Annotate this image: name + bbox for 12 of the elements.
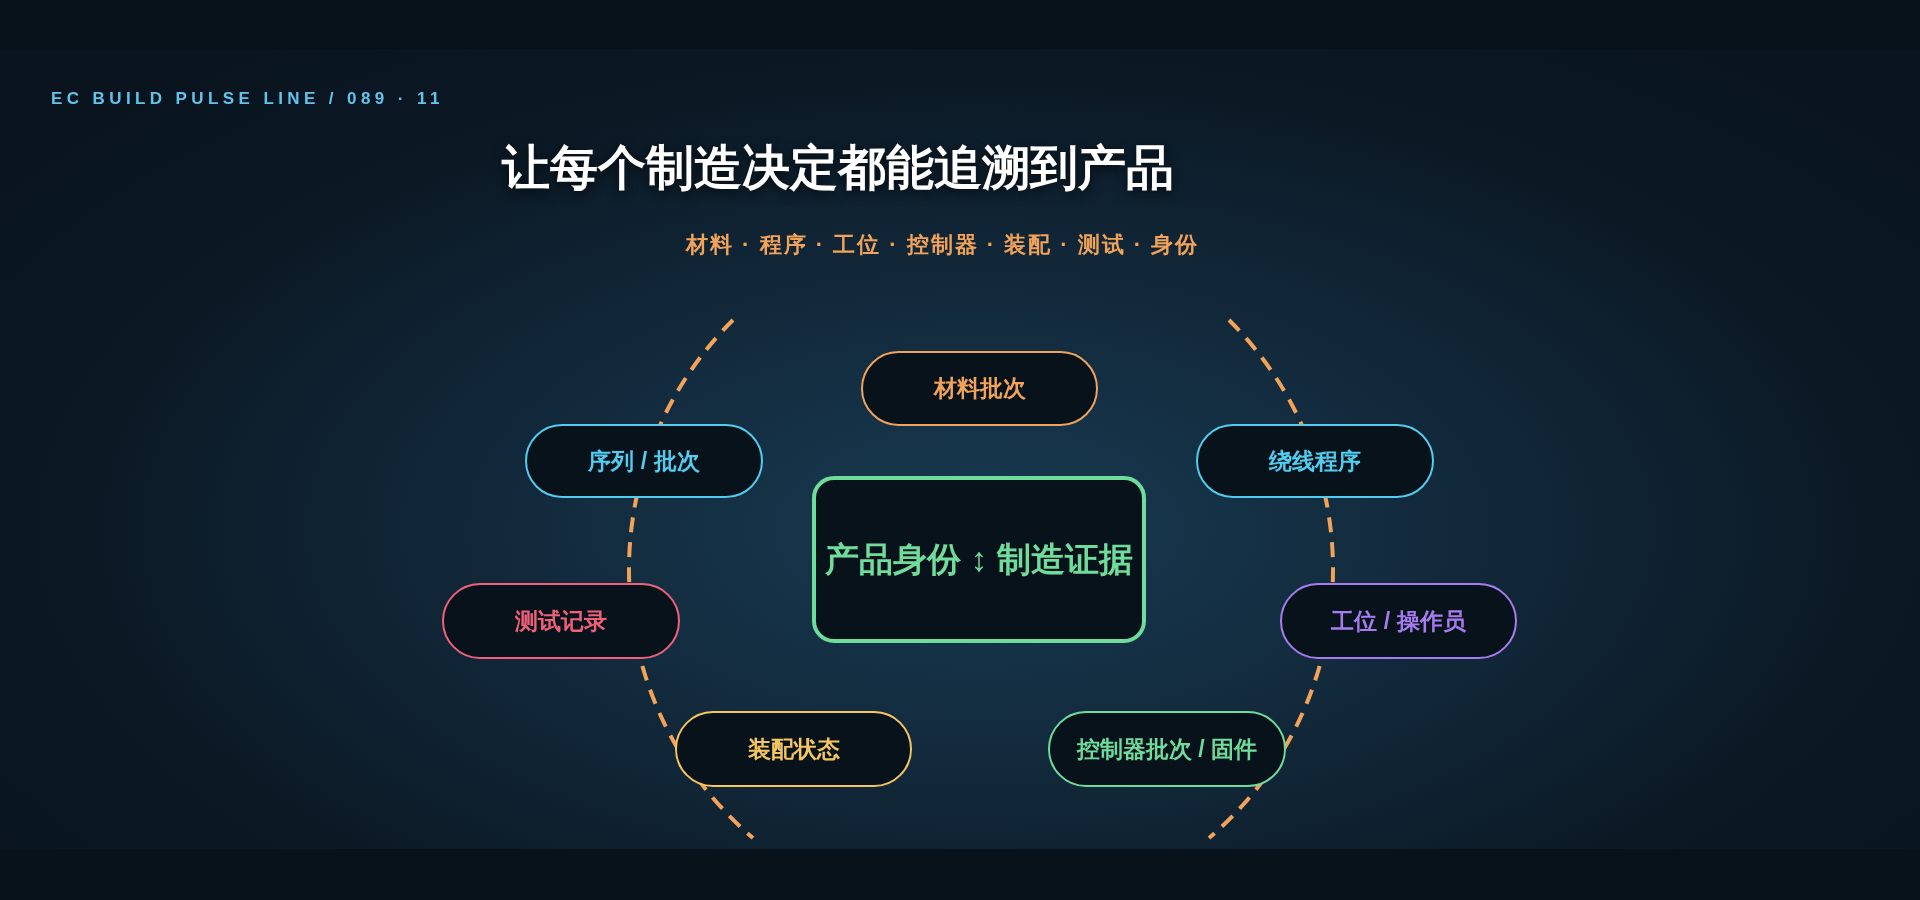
- node-label: 控制器批次 / 固件: [1076, 735, 1258, 763]
- node-label: 序列 / 批次: [588, 447, 700, 475]
- node-label: 绕线程序: [1269, 447, 1361, 475]
- node-label: 产品身份 ↕ 制造证据: [825, 539, 1133, 580]
- node-label: 工位 / 操作员: [1331, 607, 1466, 635]
- node-label: 材料批次: [933, 375, 1026, 402]
- page-title: 让每个制造决定都能追溯到产品: [502, 140, 1174, 196]
- node-label: 装配状态: [747, 735, 840, 763]
- node-label: 测试记录: [515, 607, 607, 635]
- subtitle: 材料 · 程序 · 工位 · 控制器 · 装配 · 测试 · 身份: [686, 232, 1200, 258]
- core-panel: [812, 476, 1146, 643]
- eyebrow-label: EC BUILD PULSE LINE / 089 · 11: [51, 89, 444, 109]
